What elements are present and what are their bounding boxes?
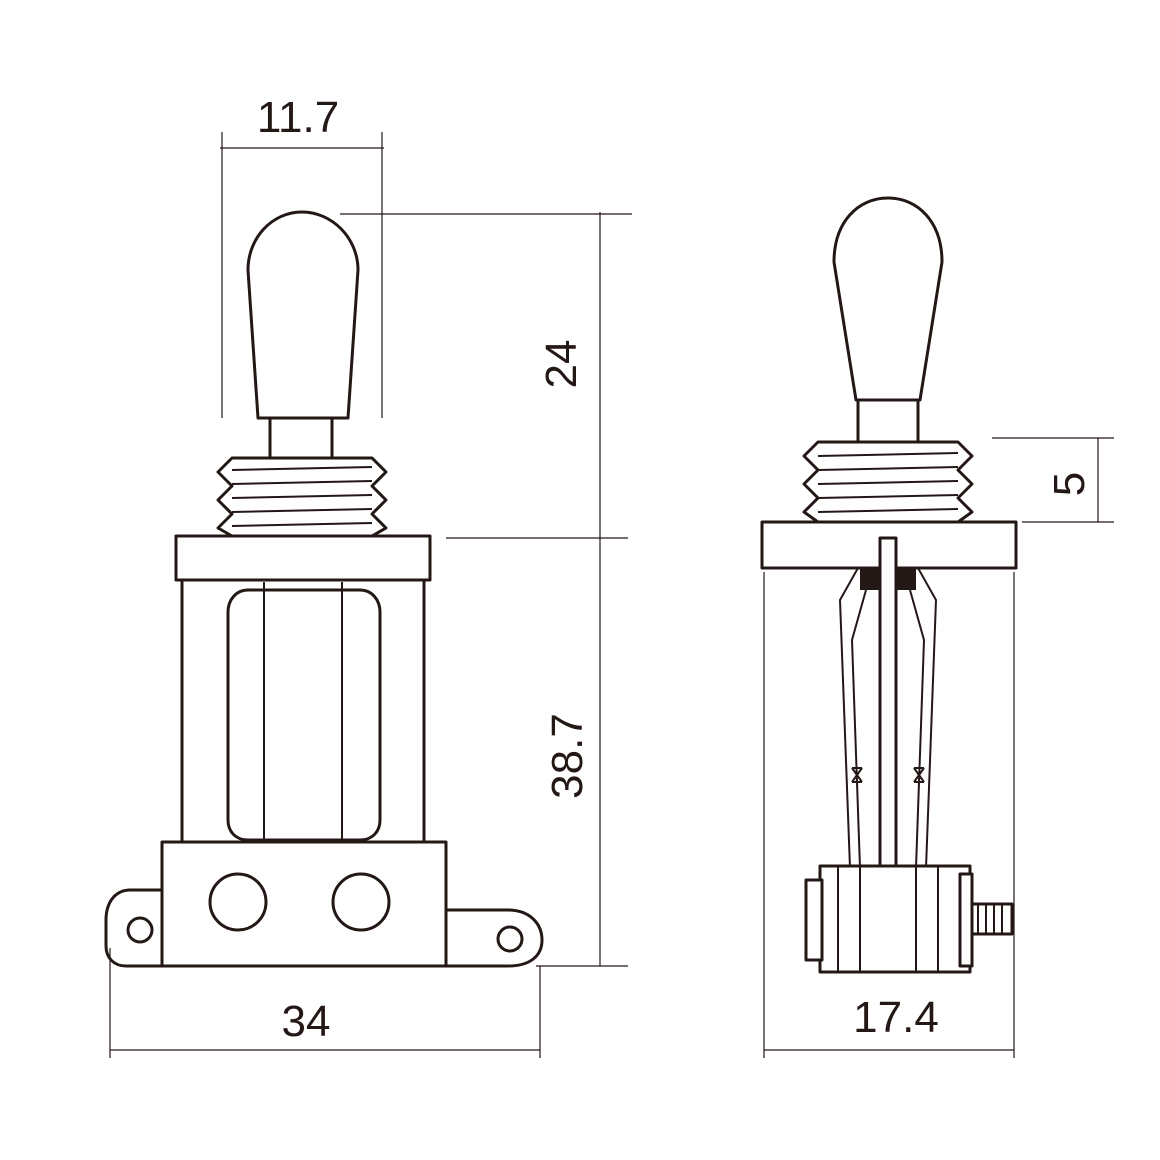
side-thread-line: [817, 466, 959, 471]
front-terminal-hole-left: [208, 872, 268, 932]
dimension-lines: [109, 132, 1114, 1058]
side-insulator-right: [896, 568, 916, 590]
front-lever-knob: [246, 210, 360, 420]
dim-knob-width: 11.7: [257, 93, 339, 142]
front-ear-hole-left: [126, 916, 154, 944]
dim-side-width: 17.4: [853, 993, 939, 1042]
side-thread-line: [817, 494, 959, 499]
front-top-plate: [174, 534, 432, 582]
side-stack-washer-right: [958, 872, 974, 968]
side-contact-point-right: [913, 767, 925, 783]
front-view: [104, 210, 544, 968]
front-thread-line: [231, 466, 373, 471]
front-mounting-ear-right: [442, 908, 544, 968]
side-contact-blade-right: [909, 567, 938, 869]
dim-body-height: 38.7: [543, 713, 592, 799]
front-ear-hole-right: [496, 925, 524, 953]
dim-overall-width: 34: [282, 997, 331, 1046]
front-thread-line: [231, 480, 373, 485]
front-thread-line: [231, 494, 373, 499]
side-contact-blade-left: [838, 567, 867, 869]
side-stack-washer-left: [804, 878, 824, 962]
dim-lever-height: 24: [537, 340, 586, 389]
dim-thread-height: 5: [1045, 472, 1094, 496]
side-lever-shaft: [856, 398, 920, 444]
side-terminal-stack: [818, 864, 972, 974]
front-thread-line: [231, 508, 373, 513]
side-insulator-left: [860, 568, 880, 590]
side-view: [760, 196, 1018, 974]
side-contact-point-left: [851, 767, 863, 783]
side-thread-line: [817, 480, 959, 485]
front-frame-window: [226, 588, 382, 842]
front-base-block: [160, 840, 448, 968]
side-thread-line: [817, 452, 959, 457]
front-lever-shaft: [268, 416, 334, 460]
side-lever-knob: [832, 196, 944, 402]
side-thread-line: [817, 508, 959, 513]
front-thread-line: [231, 522, 373, 527]
side-screw-thread: [977, 904, 1003, 934]
front-terminal-hole-right: [331, 872, 391, 932]
